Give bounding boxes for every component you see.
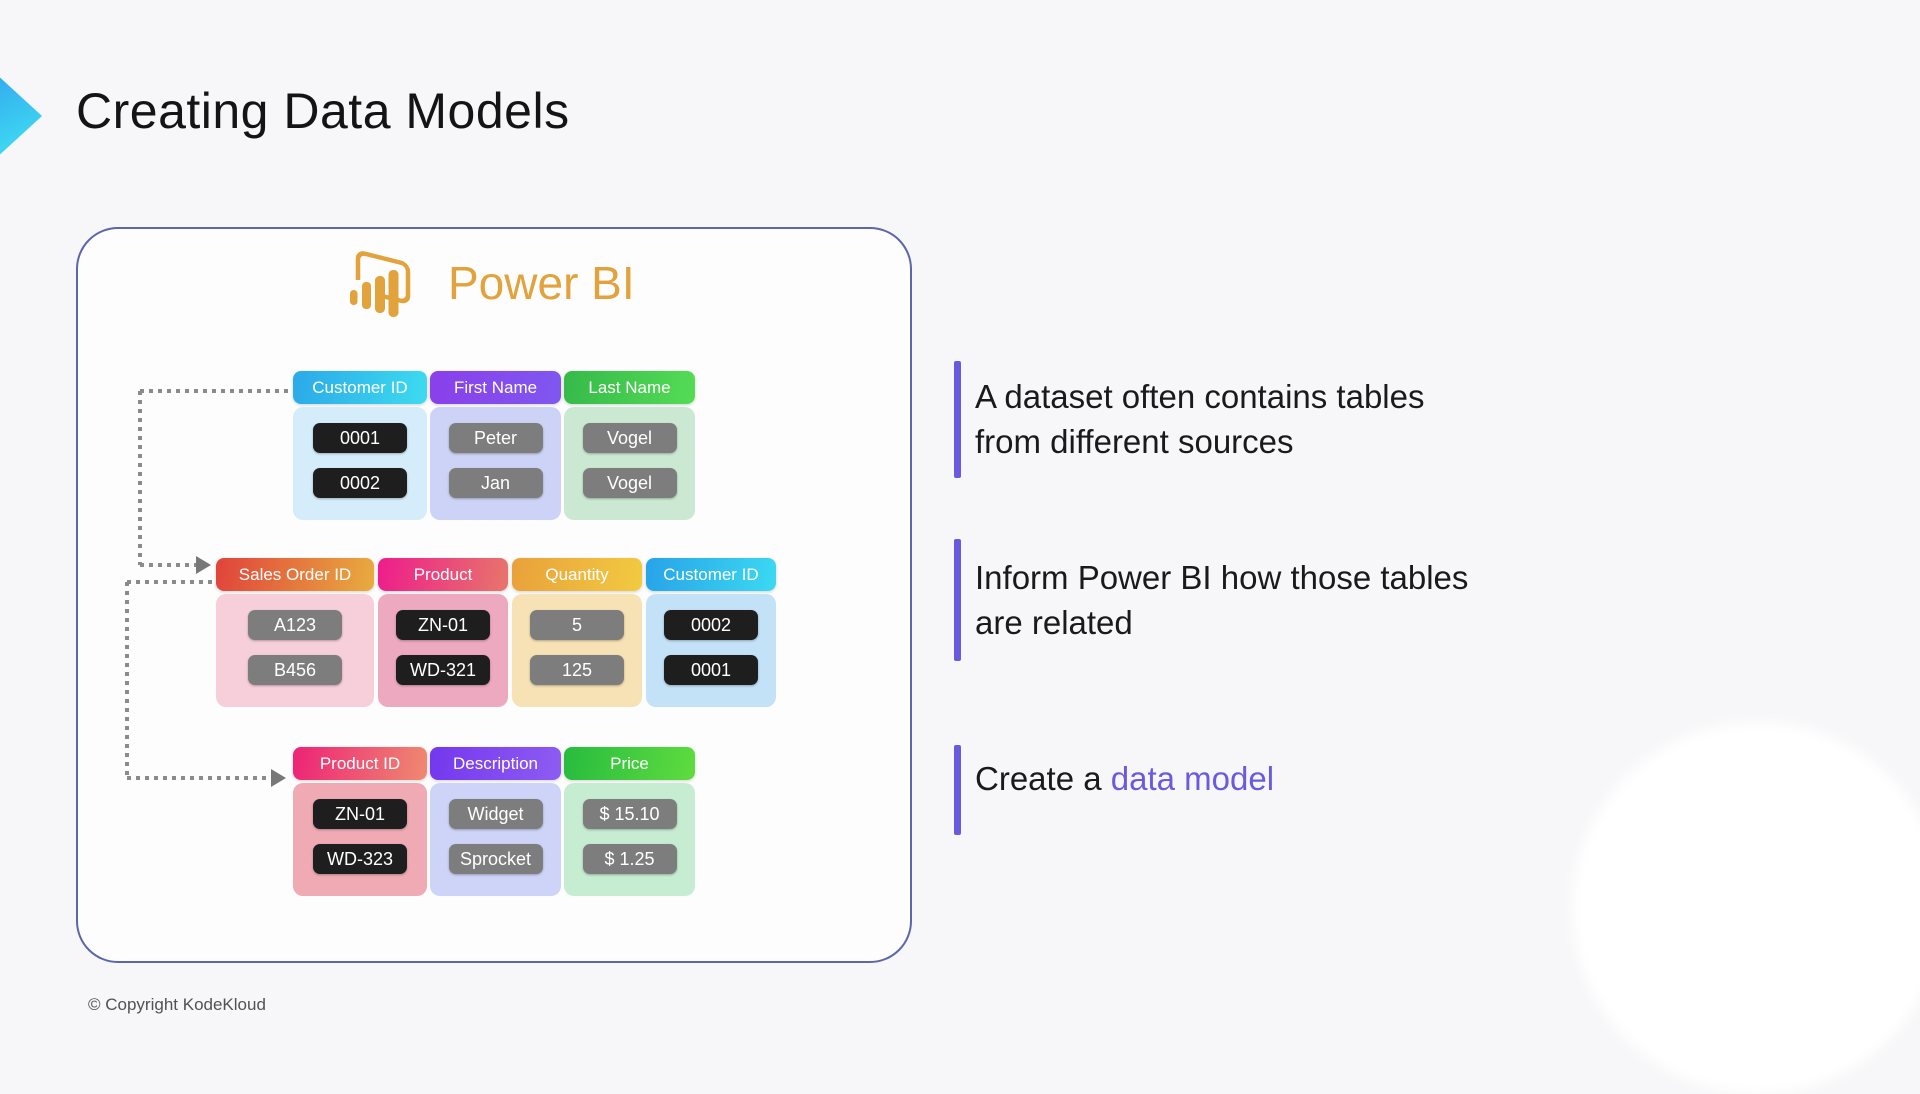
table-cell: 0002 <box>313 468 407 498</box>
bullet-line: Inform Power BI how those tables <box>975 559 1469 596</box>
table-cell: 125 <box>530 655 624 685</box>
column-body: $ 15.10 $ 1.25 <box>564 783 695 896</box>
column-header: Sales Order ID <box>216 558 374 591</box>
table-cell: Widget <box>448 799 543 829</box>
copyright-notice: © Copyright KodeKloud <box>88 995 266 1014</box>
bullet-accent-bar <box>954 361 961 478</box>
connector-arrowhead-icon <box>196 556 211 574</box>
connector-customers-orders <box>140 389 293 393</box>
table-column-customer-id: Customer ID 0001 0002 <box>293 371 427 520</box>
table-cell: 5 <box>530 610 624 640</box>
power-bi-icon <box>342 251 411 317</box>
bullet-line: from different sources <box>975 423 1294 460</box>
column-header: Price <box>564 747 695 780</box>
data-model-highlight: data model <box>1110 760 1275 797</box>
table-cell: 0001 <box>664 655 758 685</box>
bullet-line: A dataset often contains tables <box>975 378 1425 415</box>
bullet-create-data-model: Create a data model <box>975 756 1274 801</box>
table-column-customer-id: Customer ID 0002 0001 <box>646 558 776 707</box>
table-cell: 0001 <box>313 423 407 453</box>
bullet-tables-related: Inform Power BI how those tables are rel… <box>975 555 1468 645</box>
table-cell: Jan <box>448 468 543 498</box>
column-header: Customer ID <box>646 558 776 591</box>
connector-customers-orders <box>140 563 196 567</box>
column-header: Last Name <box>564 371 695 404</box>
table-cell: $ 1.25 <box>582 844 677 874</box>
table-cell: Peter <box>448 423 543 453</box>
power-bi-logo-text: Power BI <box>448 257 635 309</box>
column-header: Customer ID <box>293 371 427 404</box>
connector-orders-products <box>125 582 129 778</box>
column-header: First Name <box>430 371 561 404</box>
table-cell: ZN-01 <box>396 610 490 640</box>
table-cell: WD-321 <box>396 655 490 685</box>
page-title: Creating Data Models <box>76 83 570 139</box>
connector-orders-products <box>127 776 271 780</box>
column-header: Product <box>378 558 508 591</box>
bullet-accent-bar <box>954 539 961 661</box>
table-cell: Vogel <box>582 468 677 498</box>
bullet-line: are related <box>975 604 1133 641</box>
table-cell: $ 15.10 <box>582 799 677 829</box>
bullet-text-prefix: Create a <box>975 760 1111 797</box>
column-header: Product ID <box>293 747 427 780</box>
table-column-quantity: Quantity 5 125 <box>512 558 642 707</box>
connector-customers-orders <box>138 391 142 565</box>
table-cell: Sprocket <box>448 844 543 874</box>
bullet-accent-bar <box>954 745 961 835</box>
connector-arrowhead-icon <box>271 769 286 787</box>
table-cell: ZN-01 <box>313 799 407 829</box>
connector-orders-products <box>127 580 216 584</box>
table-cell: Vogel <box>582 423 677 453</box>
table-cell: WD-323 <box>313 844 407 874</box>
table-cell: 0002 <box>664 610 758 640</box>
column-body: 0001 0002 <box>293 407 427 520</box>
column-body: 0002 0001 <box>646 594 776 707</box>
column-header: Description <box>430 747 561 780</box>
table-cell: B456 <box>248 655 342 685</box>
column-body: 5 125 <box>512 594 642 707</box>
bullet-dataset-sources: A dataset often contains tables from dif… <box>975 374 1424 464</box>
table-column-price: Price $ 15.10 $ 1.25 <box>564 747 695 896</box>
title-chevron-icon <box>0 77 42 155</box>
table-cell: A123 <box>248 610 342 640</box>
background-glow <box>1572 722 1920 1094</box>
column-header: Quantity <box>512 558 642 591</box>
